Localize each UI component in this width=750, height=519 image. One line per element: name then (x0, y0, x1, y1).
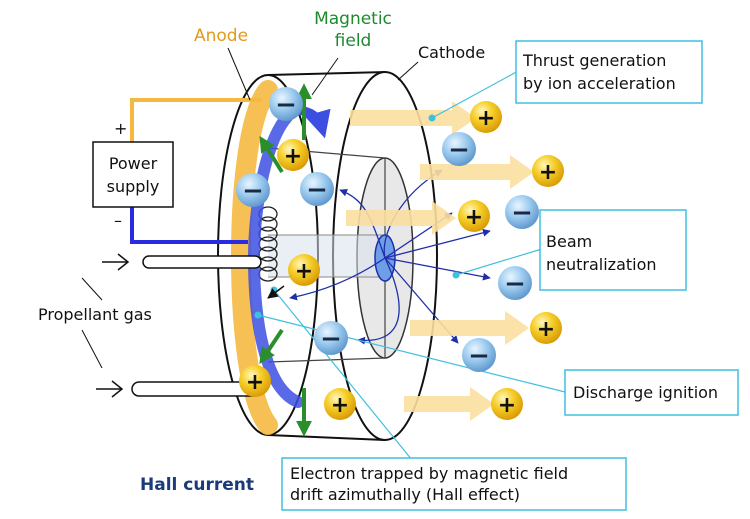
gas-arrows (96, 253, 130, 398)
svg-text:+: + (246, 370, 264, 395)
electron: − (300, 172, 334, 206)
svg-text:+: + (537, 317, 555, 342)
svg-text:+: + (331, 393, 349, 418)
magnetic-field-label-line1: Magnetic (314, 9, 392, 29)
hall-current-label: Hall current (140, 475, 254, 495)
ion: + (530, 312, 562, 344)
beam-arrow (350, 101, 476, 135)
trap-arrow (267, 285, 285, 299)
magnetic-field-label-line2: field (335, 31, 372, 51)
electron-trap-label-line1: Electron trapped by magnetic field (290, 464, 568, 483)
svg-text:+: + (284, 144, 302, 169)
callout-boxes (281, 40, 739, 511)
electron: − (269, 87, 303, 121)
ion: + (470, 101, 502, 133)
beam-arrow (346, 201, 456, 235)
label-leaders (227, 47, 419, 101)
cathode-label: Cathode (418, 43, 485, 62)
beam-arrow (404, 387, 494, 421)
beam-arrow (410, 311, 529, 345)
ion: + (458, 200, 490, 232)
ion: + (532, 155, 564, 187)
svg-text:−: − (306, 175, 328, 205)
electron: − (498, 266, 532, 300)
electron: − (314, 321, 348, 355)
beam-callout-box (539, 209, 687, 291)
svg-text:+: + (498, 393, 516, 418)
electron: − (462, 338, 496, 372)
beam-label-line1: Beam (546, 232, 592, 251)
beam-label-line2: neutralization (546, 255, 657, 274)
ion: + (324, 388, 356, 420)
magnetic-field-arrows (259, 83, 312, 437)
ion: + (277, 139, 309, 171)
electron: − (505, 195, 539, 229)
discharge-callout-box (564, 369, 739, 416)
ion: + (239, 365, 271, 397)
electrons: − − − − − − − − (236, 87, 539, 372)
plus-terminal-label: + (114, 119, 127, 138)
minus-terminal-label: – (114, 211, 122, 230)
ion-beam-arrows (346, 101, 534, 421)
coil (258, 206, 278, 282)
discharge-label: Discharge ignition (573, 383, 718, 402)
electron-trap-label-line2: drift azimuthally (Hall effect) (290, 485, 520, 504)
gas-inlet-pipe (142, 255, 262, 269)
svg-text:+: + (295, 259, 313, 284)
power-supply-label-line2: supply (107, 177, 160, 196)
power-supply-box (92, 141, 174, 208)
svg-text:+: + (465, 205, 483, 230)
svg-text:+: + (539, 160, 557, 185)
thrust-label-line1: Thrust generation (522, 51, 666, 70)
svg-text:−: − (511, 198, 533, 228)
beam-arrow (420, 155, 534, 189)
svg-text:−: − (275, 90, 297, 120)
gas-inlets (131, 255, 262, 397)
svg-text:−: − (448, 135, 470, 165)
thrust-callout-box (515, 40, 703, 104)
electron: − (442, 132, 476, 166)
power-wiring (130, 98, 262, 244)
svg-text:+: + (477, 106, 495, 131)
power-supply-label-line1: Power (109, 154, 158, 173)
anode-label: Anode (194, 26, 248, 46)
electron: − (236, 173, 270, 207)
svg-text:−: − (468, 341, 490, 371)
electron-callout-box (281, 457, 627, 511)
ion: + (491, 388, 523, 420)
svg-text:−: − (504, 269, 526, 299)
propellant-leader-lines (81, 277, 103, 369)
callout-connectors (257, 69, 566, 461)
svg-text:−: − (242, 176, 264, 206)
ions: + + + + + + + + + (239, 101, 564, 420)
svg-text:−: − (320, 324, 342, 354)
ion: + (288, 254, 320, 286)
thrust-label-line2: by ion acceleration (523, 74, 676, 93)
propellant-gas-label: Propellant gas (38, 305, 152, 324)
